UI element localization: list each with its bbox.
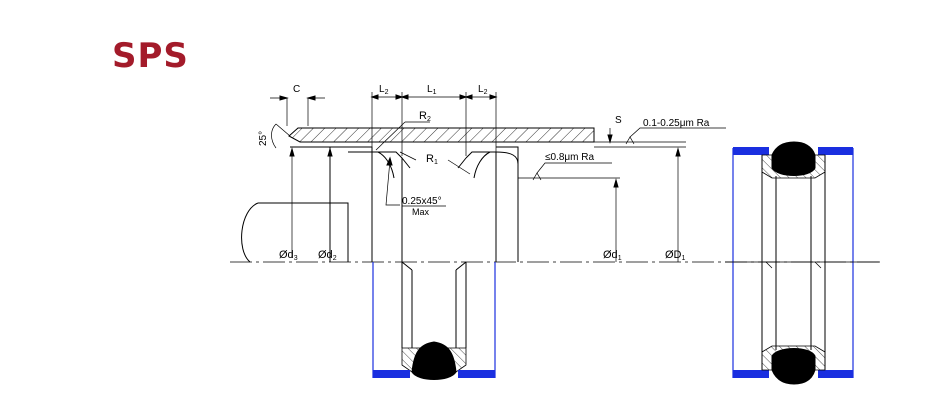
label-roughness-bore: 0.1-0.25μm Ra <box>643 118 710 129</box>
sps-logo: SPS <box>112 36 189 76</box>
seal-lip-right <box>457 151 491 179</box>
label-d2: Ød2 <box>318 249 337 262</box>
label-roughness-groove: ≤0.8μm Ra <box>545 152 594 163</box>
dimension-l2-left <box>370 92 404 262</box>
piston-groove <box>372 151 497 262</box>
label-d3: Ød3 <box>279 249 298 262</box>
dimension-d2 <box>327 147 333 258</box>
label-angle: 25° <box>258 131 269 146</box>
piston-rod <box>241 202 349 263</box>
label-r2: R2 <box>419 110 431 123</box>
label-d1: Ød1 <box>603 249 622 262</box>
dimension-l2-right <box>464 92 498 262</box>
piston-body-right <box>495 146 519 262</box>
label-l1: L1 <box>427 84 437 96</box>
label-s: S <box>615 115 622 126</box>
label-chamfer: 0.25x45° <box>402 196 442 207</box>
label-r1: R1 <box>426 153 438 166</box>
label-chamfer-max: Max <box>412 207 430 217</box>
label-l2-right: L2 <box>478 84 488 96</box>
angle-arc <box>271 123 277 149</box>
label-l2-left: L2 <box>379 84 389 96</box>
dimension-l1 <box>400 92 468 156</box>
dimension-d3 <box>289 147 295 258</box>
label-D1: ØD1 <box>665 249 686 262</box>
housing-section <box>288 127 595 143</box>
installed-seal-section <box>372 261 496 380</box>
dimension-D1 <box>675 147 681 262</box>
label-c: C <box>293 84 300 95</box>
dimension-d1 <box>613 178 619 262</box>
seal-cross-section <box>725 141 880 385</box>
seal-lip-left <box>377 151 411 179</box>
piston-body-left <box>290 146 373 262</box>
dimension-c <box>270 95 325 126</box>
